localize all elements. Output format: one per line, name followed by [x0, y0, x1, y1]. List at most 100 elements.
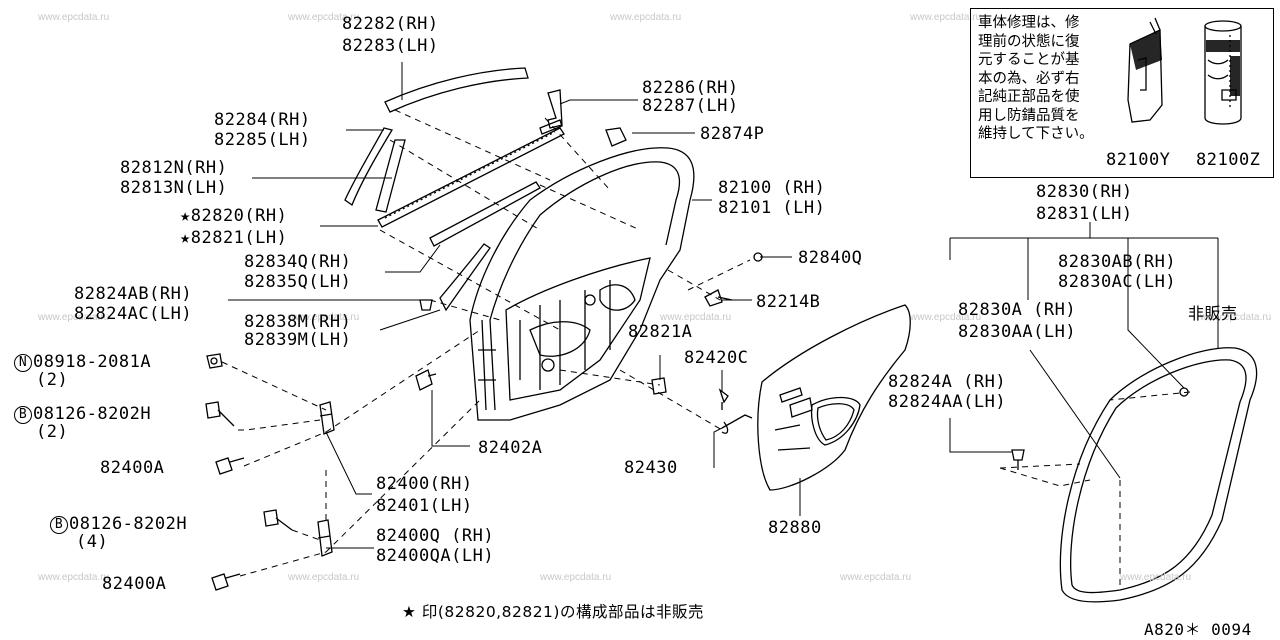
part-code-08126-upper: 08126-8202H — [33, 404, 152, 424]
watermark: www.epcdata.ru — [910, 12, 982, 23]
quantity-08126-upper: (2) — [36, 422, 69, 442]
hinge-82400 — [319, 401, 335, 435]
upper-moulding-82282 — [384, 67, 529, 113]
part-label-82830AA[interactable]: 82830AA(LH) — [958, 322, 1077, 342]
nut-08918 — [206, 353, 223, 369]
part-label-82400Q[interactable]: 82400Q (RH) — [376, 526, 495, 546]
weatherstrip-82830 — [1059, 347, 1258, 603]
part-label-82400[interactable]: 82400(RH) — [376, 474, 473, 494]
bolt-08126-upper — [205, 401, 235, 427]
part-label-82824AC[interactable]: 82824AC(LH) — [74, 304, 193, 324]
strip-82838M — [439, 243, 491, 312]
part-label-82214B[interactable]: 82214B — [756, 292, 821, 312]
part-label-82101[interactable]: 82101 (LH) — [718, 198, 826, 218]
quantity-08918: (2) — [36, 370, 69, 390]
watermark: www.epcdata.ru — [660, 312, 732, 323]
part-label-82400A-lower[interactable]: 82400A — [102, 574, 167, 594]
belt-moulding-82834Q — [429, 181, 541, 247]
footer-note: ★ 印(82820,82821)の構成部品は非販売 — [402, 603, 704, 621]
part-label-82830AB[interactable]: 82830AB(RH) — [1058, 252, 1177, 272]
part-label-82286[interactable]: 82286(RH) — [642, 78, 739, 98]
watermark: www.epcdata.ru — [288, 572, 360, 583]
tube-fill — [1130, 30, 1162, 70]
grommet-82821A — [651, 377, 667, 395]
part-label-82420C[interactable]: 82420C — [684, 348, 749, 368]
watermark: www.epcdata.ru — [1120, 572, 1192, 583]
part-label-82834Q[interactable]: 82834Q(RH) — [244, 252, 352, 272]
sash-82812N — [375, 139, 406, 213]
part-label-82874P[interactable]: 82874P — [700, 124, 765, 144]
can-band-2 — [1230, 56, 1240, 96]
part-label-82100Z[interactable]: 82100Z — [1196, 150, 1261, 170]
clip-82824AB — [419, 299, 433, 311]
part-label-82812N[interactable]: 82812N(RH) — [120, 158, 228, 178]
part-label-82824AB[interactable]: 82824AB(RH) — [74, 284, 193, 304]
part-label-82813N[interactable]: 82813N(LH) — [120, 178, 228, 198]
b-circle-icon: B — [14, 406, 32, 424]
dashed-lines — [221, 109, 1191, 590]
part-label-82821A[interactable]: 82821A — [628, 322, 693, 342]
watermark: www.epcdata.ru — [288, 12, 360, 23]
door-shell-82100 — [469, 147, 695, 421]
part-label-82400QA[interactable]: 82400QA(LH) — [376, 546, 495, 566]
pillar-strip-82284 — [344, 127, 394, 207]
repair-note-text: 車体修理は、修 理前の状態に復 元することが基 本の為、必ず右 記純正部品を使 … — [978, 15, 1094, 142]
rod-82430 — [721, 414, 753, 434]
part-label-82824AA[interactable]: 82824AA(LH) — [888, 392, 1007, 412]
corner-piece-82286 — [539, 89, 563, 135]
belt-moulding-82820 — [377, 127, 565, 228]
watermark: www.epcdata.ru — [610, 12, 682, 23]
bolt-82400A-lower — [211, 573, 241, 591]
n-circle-icon: N — [14, 354, 32, 372]
part-label-82285[interactable]: 82285(LH) — [214, 130, 311, 150]
part-label-82830[interactable]: 82830(RH) — [1036, 182, 1133, 202]
watermark: www.epcdata.ru — [540, 572, 612, 583]
door-trim-82880 — [757, 304, 911, 491]
part-label-82880[interactable]: 82880 — [768, 518, 822, 538]
leader-lines — [228, 62, 1219, 549]
part-label-82402A[interactable]: 82402A — [478, 438, 543, 458]
part-label-82835Q[interactable]: 82835Q(LH) — [244, 272, 352, 292]
part-label-82284[interactable]: 82284(RH) — [214, 110, 311, 130]
part-code-08126-lower: 08126-8202H — [69, 514, 188, 534]
can-band — [1206, 40, 1240, 52]
part-label-82287[interactable]: 82287(LH) — [642, 96, 739, 116]
part-label-82840Q[interactable]: 82840Q — [798, 248, 863, 268]
part-label-82831[interactable]: 82831(LH) — [1036, 204, 1133, 224]
part-label-82282[interactable]: 82282(RH) — [342, 14, 439, 34]
diagram-reference-code: A820＊ 0094 — [1144, 620, 1252, 639]
part-label-82821[interactable]: ★82821(LH) — [180, 228, 288, 248]
watermark: www.epcdata.ru — [910, 312, 982, 323]
part-label-82820[interactable]: ★82820(RH) — [180, 206, 288, 226]
watermark: www.epcdata.ru — [1200, 312, 1272, 323]
watermark: www.epcdata.ru — [38, 572, 110, 583]
bolt-82400A-upper — [215, 457, 245, 475]
screw-82214B — [704, 289, 733, 307]
part-label-82839M[interactable]: 82839M(LH) — [244, 330, 352, 350]
part-label-82401[interactable]: 82401(LH) — [376, 496, 473, 516]
part-label-82430[interactable]: 82430 — [624, 458, 678, 478]
striker-82420C — [718, 388, 729, 410]
watermark: www.epcdata.ru — [38, 12, 110, 23]
watermark: www.epcdata.ru — [38, 312, 110, 323]
b-circle-icon: B — [50, 516, 68, 534]
part-label-82100Y[interactable]: 82100Y — [1106, 150, 1171, 170]
part-label-82830A[interactable]: 82830A (RH) — [958, 300, 1077, 320]
part-label-82100[interactable]: 82100 (RH) — [718, 178, 826, 198]
part-label-82283[interactable]: 82283(LH) — [342, 36, 439, 56]
bolt-08126-lower — [263, 509, 293, 531]
screw-82402A — [415, 369, 437, 391]
part-label-82400A-upper[interactable]: 82400A — [100, 458, 165, 478]
part-label-82824A[interactable]: 82824A (RH) — [888, 372, 1007, 392]
hinge-82400Q — [317, 519, 333, 557]
repair-note-box — [970, 8, 1274, 178]
part-label-82838M[interactable]: 82838M(RH) — [244, 312, 352, 332]
part-label-82830AC[interactable]: 82830AC(LH) — [1058, 272, 1177, 292]
clip-82824A — [1011, 449, 1025, 470]
quantity-08126-lower: (4) — [76, 532, 109, 552]
clip-82874P — [605, 127, 627, 147]
